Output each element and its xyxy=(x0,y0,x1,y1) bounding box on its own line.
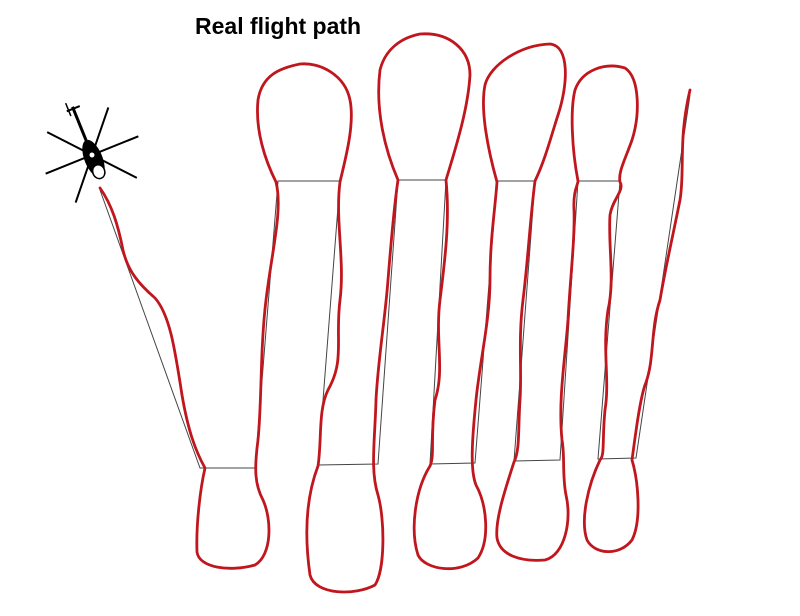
planned-path xyxy=(99,94,691,469)
helicopter-icon xyxy=(45,102,139,203)
real-flight-path xyxy=(98,32,692,594)
diagram-title: Real flight path xyxy=(195,13,361,39)
